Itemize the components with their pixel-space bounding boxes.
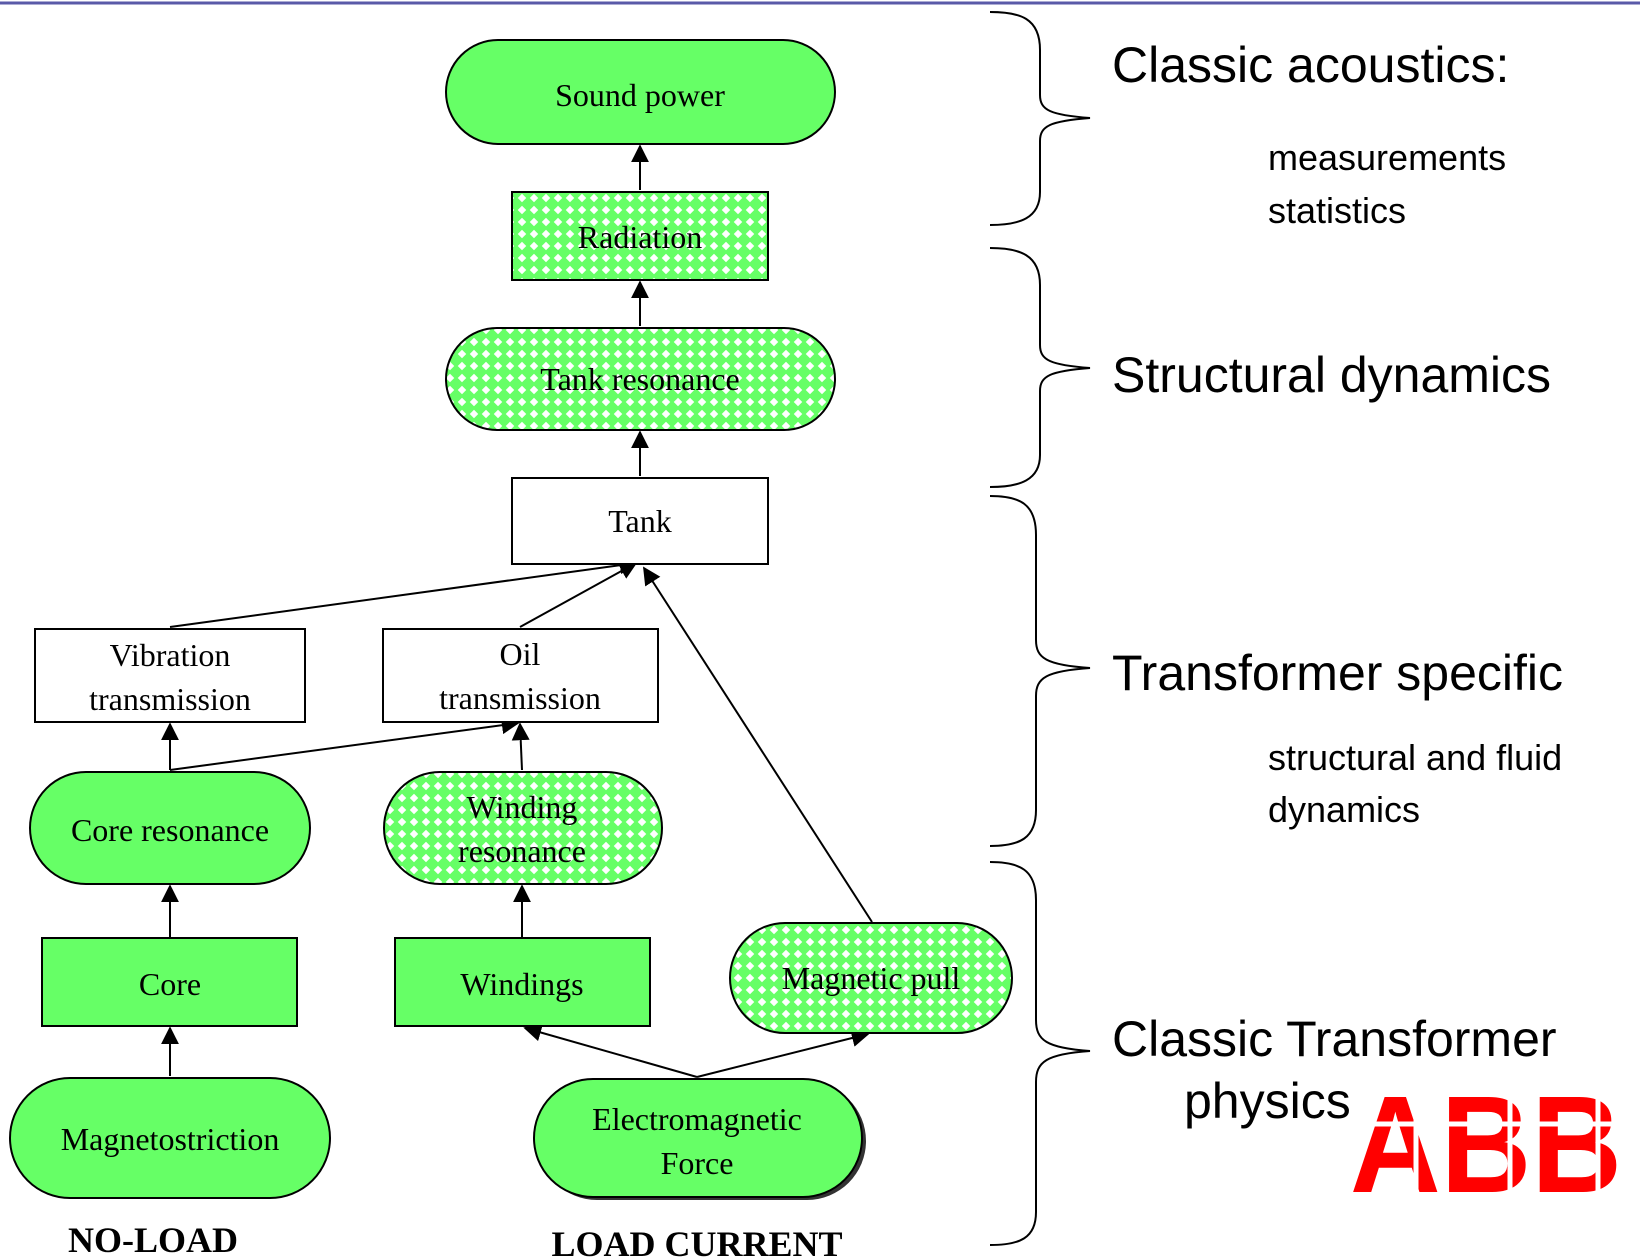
brace-classic-transformer	[989, 861, 1091, 1246]
node-tank: Tank	[511, 477, 769, 565]
node-label-line-2: transmission	[439, 680, 601, 716]
edge-coreres-to-oil	[169, 716, 520, 771]
node-label: Sound power	[555, 77, 725, 113]
caption-no-load: NO-LOAD	[68, 1220, 238, 1259]
edge-oil-to-tank	[519, 562, 638, 628]
node-winding-resonance: Winding resonance	[383, 771, 663, 885]
brace-structural-dynamics	[989, 247, 1091, 488]
node-label: Magnetic pull	[782, 960, 961, 996]
node-label-line-2: Force	[661, 1145, 734, 1181]
edge-vibration-to-tank	[169, 556, 638, 628]
section-item: statistics	[1268, 190, 1406, 231]
section-title-classic-transformer-line-2: physics	[1184, 1073, 1351, 1129]
edge-emforce-to-windings	[523, 1023, 698, 1078]
section-title-classic-transformer-line-1: Classic Transformer	[1112, 1011, 1557, 1067]
brace-transformer-specific	[989, 495, 1091, 847]
node-label: Radiation	[578, 219, 702, 255]
node-oil-transmission: Oil transmission	[382, 628, 659, 723]
section-item: measurements	[1268, 137, 1506, 178]
node-magnetostriction: Magnetostriction	[9, 1077, 331, 1199]
node-label-line-2: resonance	[458, 833, 586, 869]
node-magnetic-pull: Magnetic pull	[729, 922, 1013, 1034]
node-label: Tank	[608, 503, 672, 539]
brace-classic-acoustics	[989, 11, 1091, 226]
node-label: Core	[139, 966, 201, 1002]
node-vibration-transmission: Vibration transmission	[34, 628, 306, 723]
node-label: Windings	[460, 966, 583, 1002]
section-item: structural and fluid	[1268, 737, 1562, 778]
caption-load-current: LOAD CURRENT	[551, 1224, 842, 1259]
section-title-classic-acoustics: Classic acoustics:	[1112, 37, 1509, 93]
node-radiation: Radiation	[511, 191, 769, 281]
node-label: Core resonance	[71, 812, 269, 848]
node-sound-power: Sound power	[445, 39, 836, 145]
node-label-line-1: Oil	[500, 636, 541, 672]
node-label: Tank resonance	[540, 361, 739, 397]
node-core: Core	[41, 937, 298, 1027]
edge-windres-to-oil	[511, 722, 530, 771]
edges	[161, 144, 873, 1078]
node-label-line-1: Vibration	[110, 637, 231, 673]
node-windings: Windings	[394, 937, 651, 1027]
section-item: dynamics	[1268, 789, 1420, 830]
node-electromagnetic-force: Electromagnetic Force	[533, 1078, 866, 1200]
node-label-line-2: transmission	[89, 681, 251, 717]
node-label-line-1: Electromagnetic	[592, 1101, 802, 1137]
section-title-structural-dynamics: Structural dynamics	[1112, 347, 1551, 403]
abb-logo-text: ABB	[1350, 1068, 1622, 1222]
node-label-line-1: Winding	[467, 789, 578, 825]
node-core-resonance: Core resonance	[29, 771, 311, 885]
edge-emforce-to-magpull	[696, 1029, 870, 1078]
node-label: Magnetostriction	[61, 1121, 280, 1157]
section-title-transformer-specific: Transformer specific	[1112, 645, 1563, 701]
abb-logo-icon: ABB	[1344, 1068, 1630, 1222]
node-tank-resonance: Tank resonance	[445, 327, 836, 431]
edge-magpull-to-tank	[643, 566, 873, 923]
